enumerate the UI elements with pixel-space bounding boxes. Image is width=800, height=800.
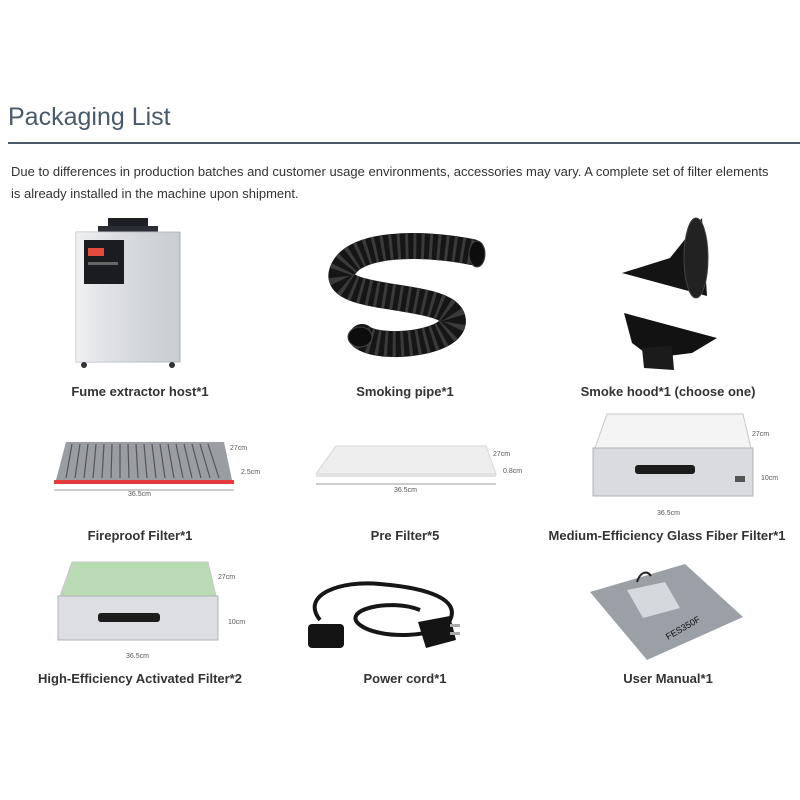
- caption-pre-filter: Pre Filter*5: [370, 528, 440, 543]
- caption-fume-extractor: Fume extractor host*1: [71, 384, 209, 399]
- smoke-hood-image: [622, 217, 717, 370]
- fume-extractor-image: [75, 218, 181, 368]
- fireproof-filter-image: [54, 442, 234, 491]
- activated-dim-height: 10cm: [228, 619, 246, 626]
- medium-dim-width: 36.5cm: [657, 510, 680, 517]
- caption-fireproof-filter: Fireproof Filter*1: [87, 528, 193, 543]
- power-cord-image: [308, 581, 460, 648]
- medium-dim-depth: 27cm: [752, 431, 770, 438]
- activated-dim-width: 36.5cm: [126, 653, 149, 660]
- caption-medium-efficiency-filter: Medium-Efficiency Glass Fiber Filter*1: [548, 528, 786, 543]
- fireproof-dim-depth: 27cm: [230, 445, 248, 452]
- prefilter-dim-height: 0.8cm: [503, 468, 523, 475]
- activated-filter-image: [57, 561, 219, 641]
- caption-power-cord: Power cord*1: [363, 671, 447, 686]
- prefilter-dim-depth: 27cm: [493, 451, 511, 458]
- fireproof-dim-height: 2.5cm: [241, 469, 261, 476]
- page-title: Packaging List: [8, 103, 171, 131]
- caption-smoke-hood: Smoke hood*1 (choose one): [580, 384, 756, 399]
- caption-activated-filter: High-Efficiency Activated Filter*2: [38, 671, 242, 686]
- fireproof-dim-width: 36.5cm: [128, 491, 151, 498]
- caption-smoking-pipe: Smoking pipe*1: [356, 384, 454, 399]
- title-divider: [8, 142, 800, 144]
- medium-dim-height: 10cm: [761, 475, 779, 482]
- medium-efficiency-filter-image: [592, 413, 754, 497]
- smoking-pipe-image: [328, 233, 486, 358]
- intro-text: Due to differences in production batches…: [11, 164, 769, 201]
- prefilter-dim-width: 36.5cm: [394, 487, 417, 494]
- caption-user-manual: User Manual*1: [623, 671, 713, 686]
- activated-dim-depth: 27cm: [218, 574, 236, 581]
- user-manual-image: FES350F: [590, 564, 743, 660]
- pre-filter-image: [315, 445, 497, 485]
